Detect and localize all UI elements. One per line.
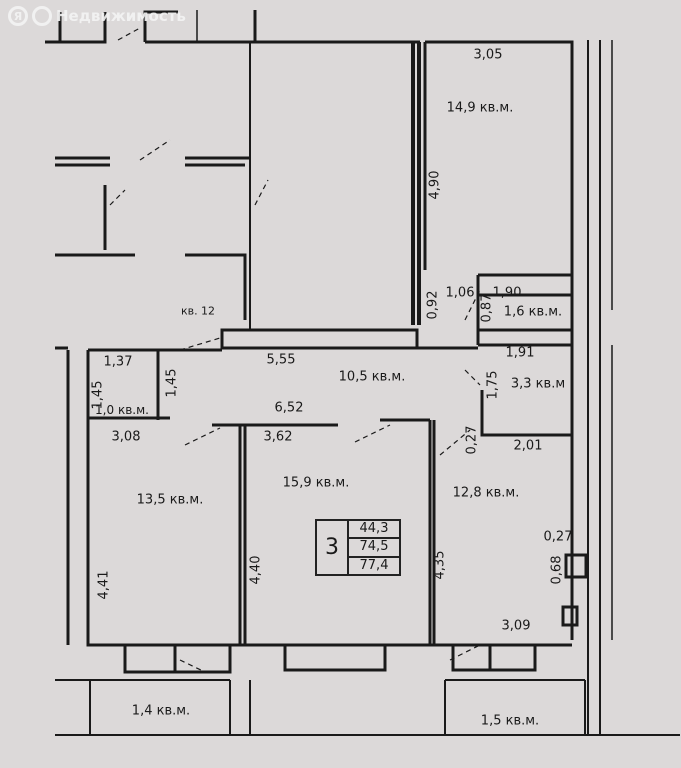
watermark: Я Недвижимость [8, 6, 186, 26]
dimension-label: 3,08 [111, 429, 141, 445]
dimension-label: 0,92 [425, 290, 441, 320]
room-area-label: 10,5 кв.м. [338, 369, 406, 385]
dimension-label: 5,55 [266, 352, 296, 368]
total-area-with-balconies: 77,4 [359, 557, 389, 573]
room-area-label: 1,4 кв.м. [131, 703, 191, 719]
dimension-label: 1,75 [485, 370, 501, 400]
room-area-label: 12,8 кв.м. [452, 485, 520, 501]
dimension-label: 0,27 [543, 529, 573, 545]
room-area-label: 1,5 кв.м. [480, 713, 540, 729]
room-area-label: 14,9 кв.м. [446, 100, 514, 116]
area-summary-table: 3 44,3 74,5 77,4 [315, 519, 401, 576]
dimension-label: 4,35 [432, 550, 448, 580]
dimension-label: 0,87 [479, 293, 495, 323]
dimension-label: 3,62 [263, 429, 293, 445]
room-area-label: 13,5 кв.м. [136, 492, 204, 508]
dimension-label: 4,40 [248, 555, 264, 585]
dimension-label: 1,91 [505, 345, 535, 361]
dimension-label: 0,27 [464, 425, 480, 455]
total-area: 74,5 [349, 539, 399, 558]
dimension-label: 4,41 [96, 570, 112, 600]
dimension-label: 1,45 [90, 380, 106, 410]
rooms-count: 3 [317, 521, 349, 574]
room-area-label: 3,3 кв.м [510, 376, 566, 392]
yandex-logo-icon: Я [8, 6, 28, 26]
dimension-label: 0,68 [549, 555, 565, 585]
dimension-label: 2,01 [513, 438, 543, 454]
room-area-label: 15,9 кв.м. [282, 475, 350, 491]
ring-logo-icon [32, 6, 52, 26]
dimension-label: 4,90 [427, 170, 443, 200]
room-area-label: 1,0 кв.м. [95, 403, 149, 417]
dimension-label: 1,06 [445, 285, 475, 301]
dimension-label: 1,45 [164, 368, 180, 398]
dimension-label: 3,05 [473, 47, 503, 63]
dimension-label: 1,90 [492, 285, 522, 301]
dimension-label: 3,09 [501, 618, 531, 634]
dimension-label: 1,37 [103, 354, 133, 370]
living-area: 44,3 [349, 521, 399, 540]
room-area-label: 1,6 кв.м. [503, 304, 563, 320]
neighbor-apartment-label: кв. 12 [180, 304, 216, 318]
dimension-label: 6,52 [274, 400, 304, 416]
watermark-text: Недвижимость [56, 7, 186, 25]
